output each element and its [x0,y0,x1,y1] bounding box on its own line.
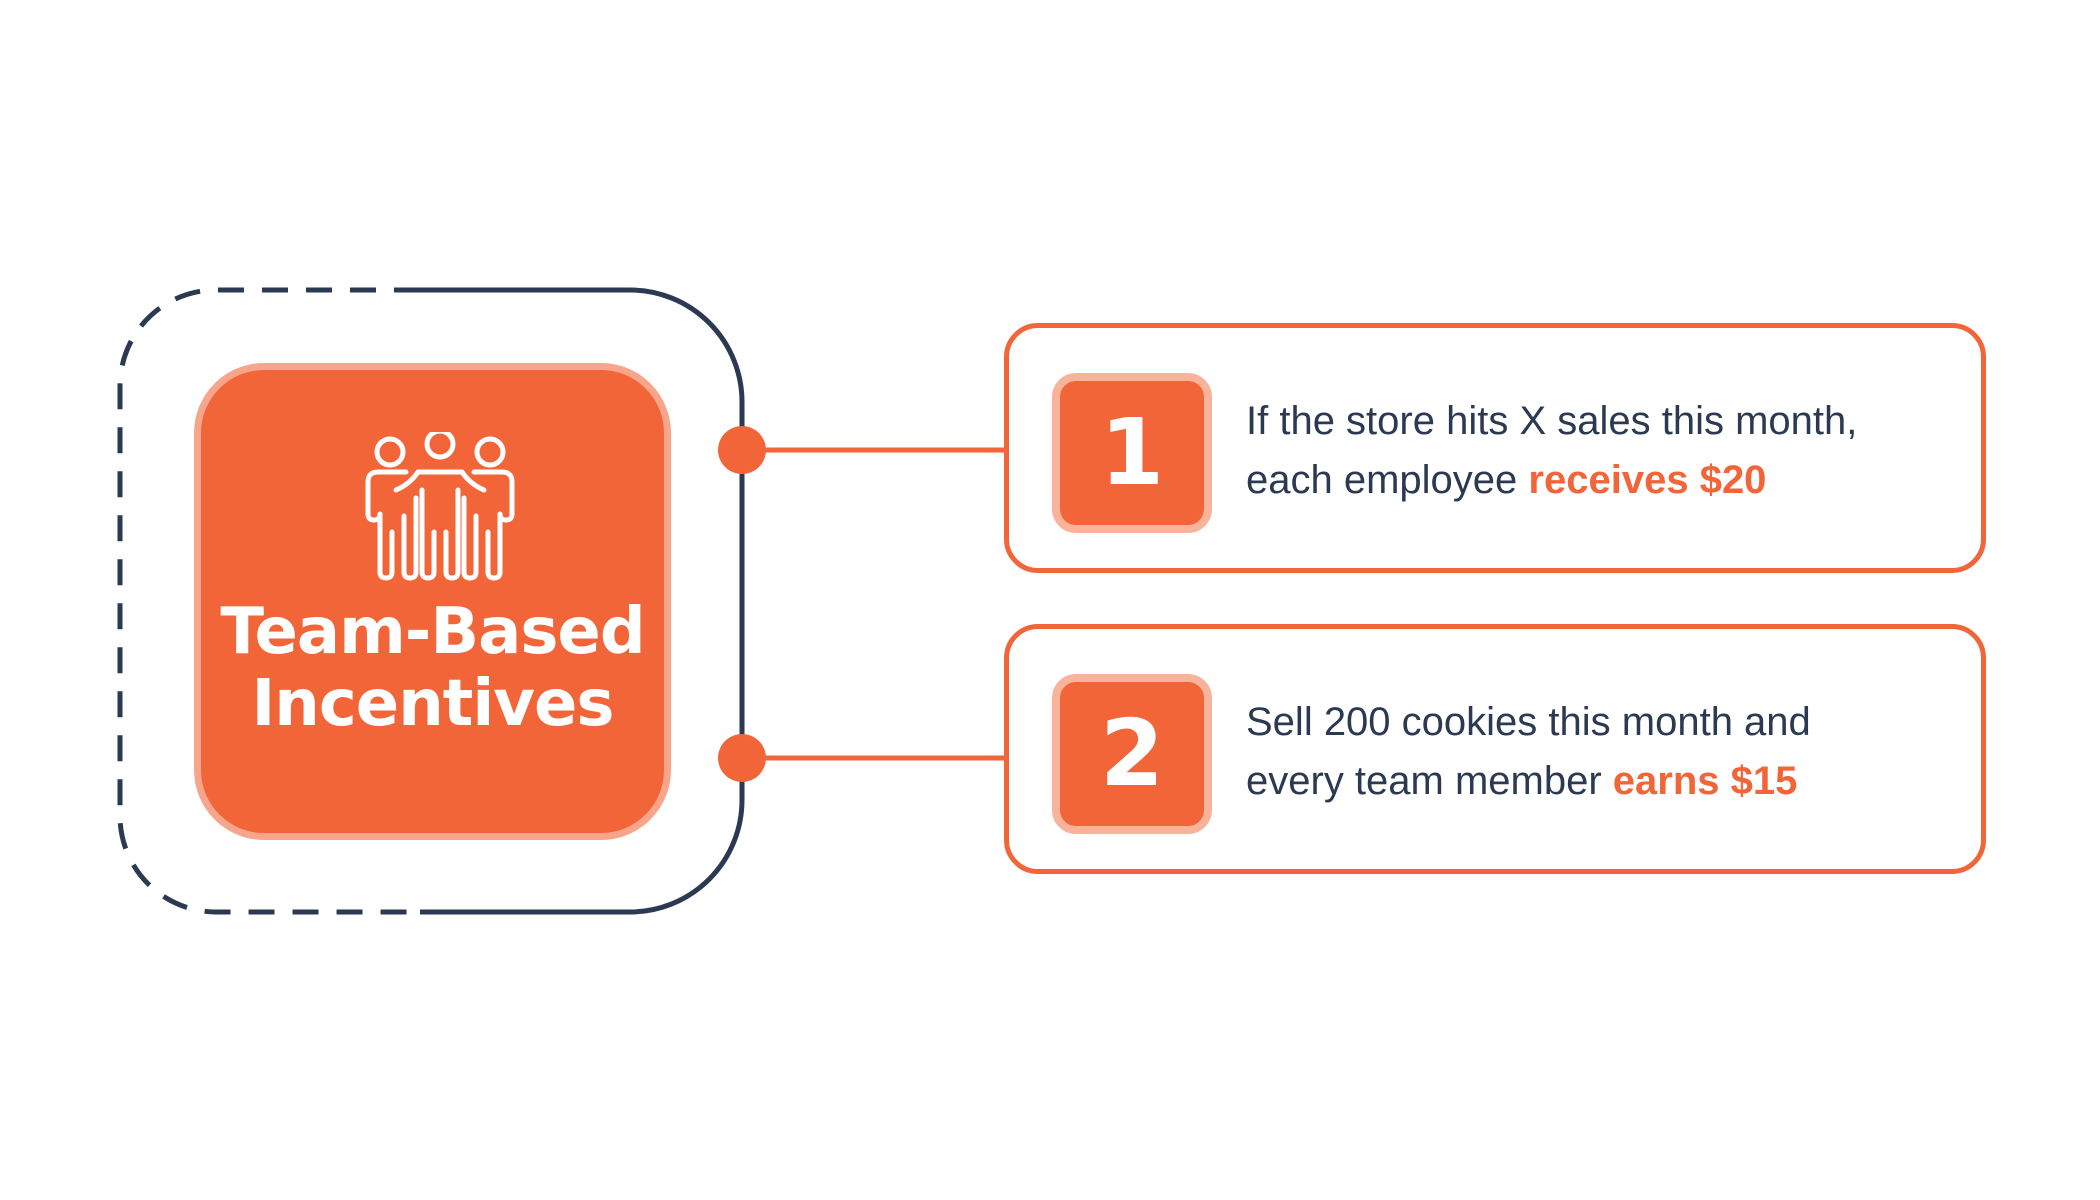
solid-frame-arc [420,287,745,915]
incentive-reward-1: receives $20 [1528,458,1767,502]
hub-card: Team-Based Incentives [194,363,671,840]
dashed-frame-arc [117,287,420,915]
number-badge-1: 1 [1052,373,1212,533]
hub-title-line-1: Team-Based [220,595,645,669]
incentive-text-1-line-1: If the store hits X sales this month, [1246,399,1858,443]
number-badge-2: 2 [1052,674,1212,834]
connector-dot-1 [718,426,766,474]
incentive-reward-2: earns $15 [1612,759,1798,803]
hub-title: Team-Based Incentives [201,596,664,740]
connector-dot-2 [718,734,766,782]
incentive-card-1: 1 If the store hits X sales this month, … [1004,323,1986,573]
incentive-text-1: If the store hits X sales this month, ea… [1246,392,1966,510]
incentive-text-2-line-1: Sell 200 cookies this month and [1246,700,1811,744]
incentive-text-2-line-2: every team member [1246,759,1602,803]
incentive-card-2: 2 Sell 200 cookies this month and every … [1004,624,1986,874]
hub-title-line-2: Incentives [251,667,614,741]
team-group-icon [365,432,515,581]
incentive-text-1-line-2: each employee [1246,458,1518,502]
incentive-text-2: Sell 200 cookies this month and every te… [1246,693,1966,811]
